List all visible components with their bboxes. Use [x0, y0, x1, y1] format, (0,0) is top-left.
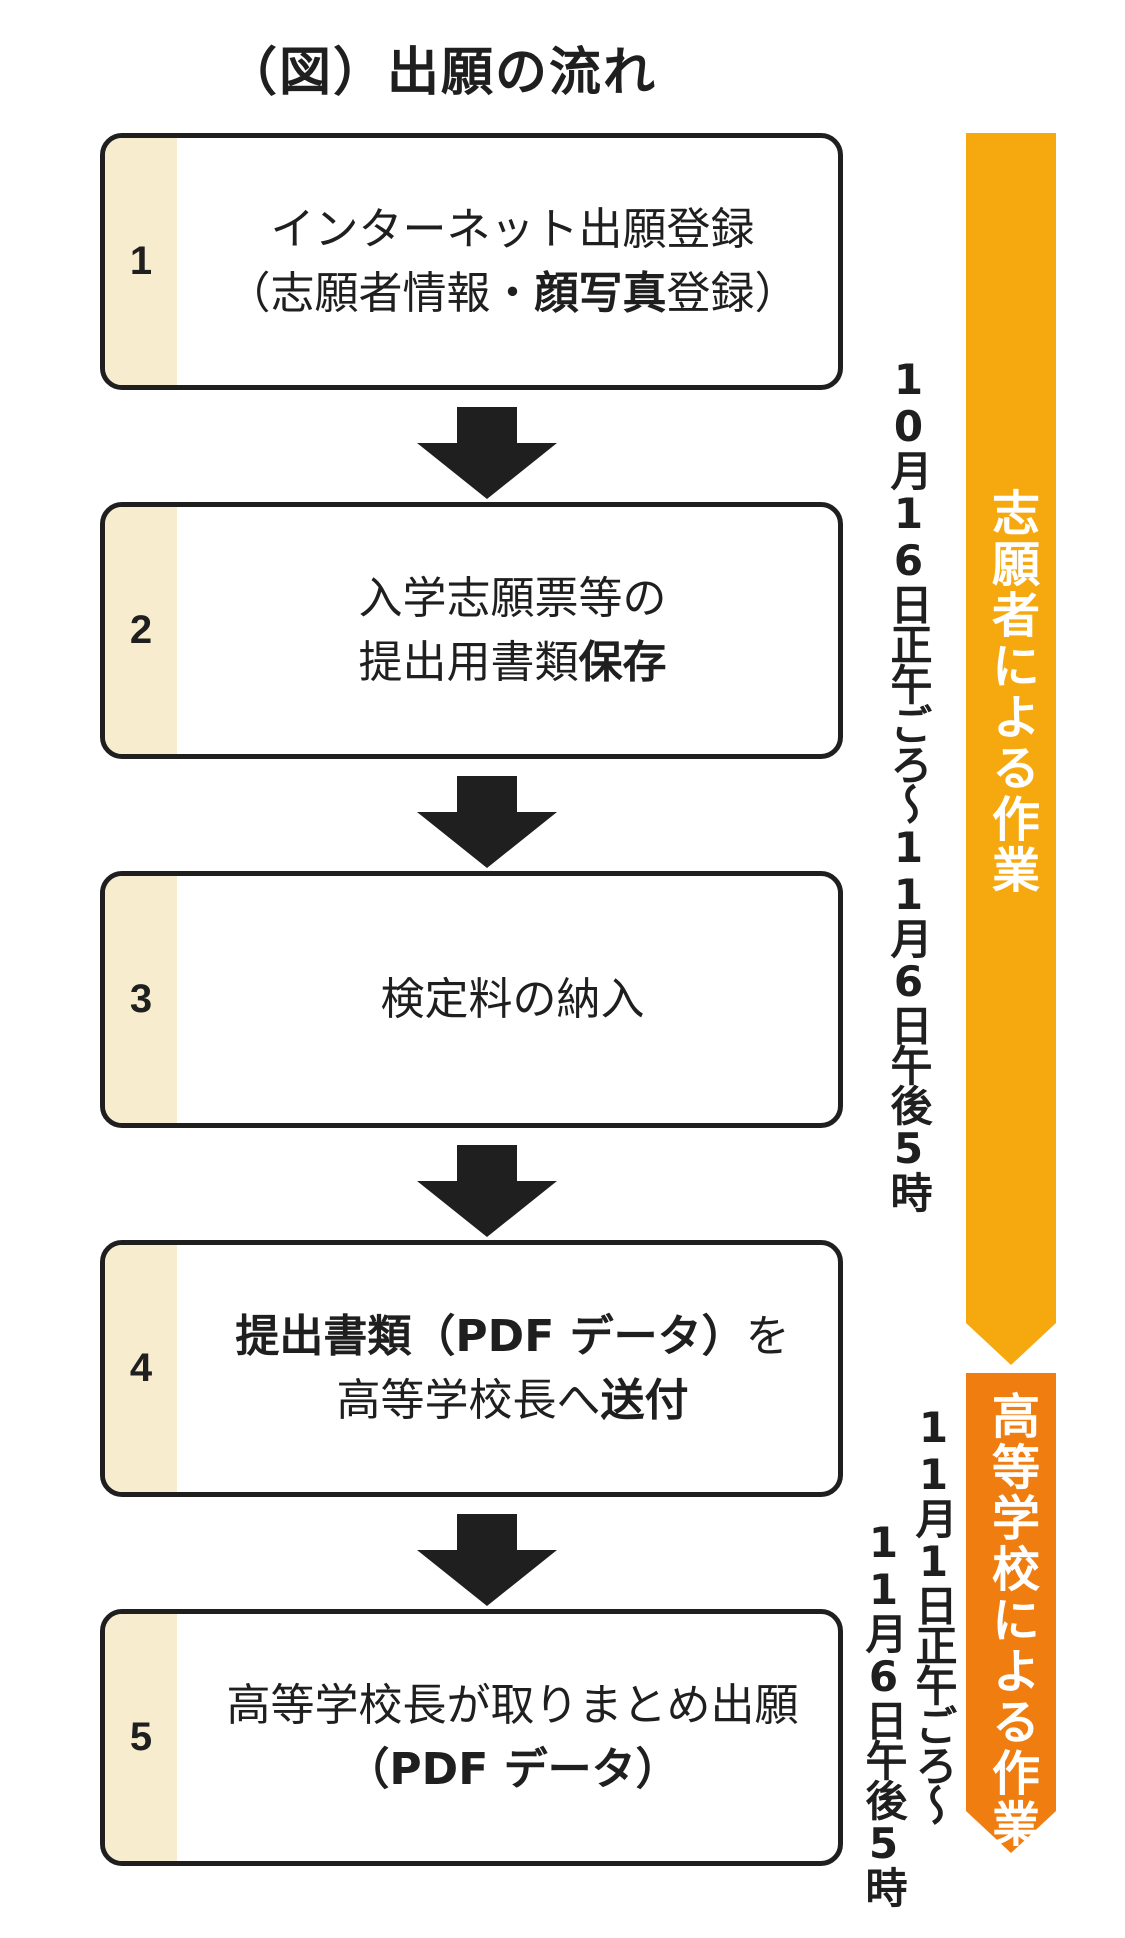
applicant-band-label: 志願者による作業 — [983, 488, 1039, 896]
step-line: 高等学校長へ送付 — [337, 1369, 689, 1433]
step-line: 提出書類（PDF データ）を — [235, 1305, 789, 1369]
step-3-box: 3 検定料の納入 — [100, 871, 843, 1128]
text-part-bold: 保存 — [578, 636, 667, 688]
text-part: を — [745, 1310, 790, 1362]
step-line: （PDF データ） — [345, 1743, 680, 1795]
step-text: インターネット出願登録 （志願者情報・顔写真登録） — [177, 138, 838, 385]
step-line: 提出用書類保存 — [359, 631, 667, 695]
text-part: 登録） — [666, 267, 799, 319]
step-line: 高等学校長が取りまとめ出願 — [226, 1679, 799, 1731]
text-part-bold: 顔写真 — [534, 267, 667, 319]
step-text: 検定料の納入 — [177, 876, 838, 1123]
text-part: 提出用書類 — [358, 636, 579, 688]
school-period-text-2: 11月6日午後5時 — [859, 1518, 908, 1906]
arrow-down-icon — [417, 776, 557, 868]
step-line: インターネット出願登録 — [270, 203, 755, 255]
applicant-period-text: 10月16日正午ごろ～11月6日午後5時 — [884, 355, 933, 1211]
applicant-work-band: 志願者による作業 — [966, 133, 1056, 1365]
text-part: （志願者情報・ — [226, 267, 535, 319]
band-arrow-shape — [966, 1373, 1056, 1853]
arrow-down-icon — [417, 407, 557, 499]
step-5-box: 5 高等学校長が取りまとめ出願 （PDF データ） — [100, 1609, 843, 1866]
step-number: 2 — [105, 507, 177, 754]
step-number: 4 — [105, 1245, 177, 1492]
step-4-box: 4 提出書類（PDF データ）を 高等学校長へ送付 — [100, 1240, 843, 1497]
school-band-label: 高等学校による作業 — [983, 1391, 1039, 1850]
step-1-box: 1 インターネット出願登録 （志願者情報・顔写真登録） — [100, 133, 843, 390]
page-title: （図）出願の流れ — [225, 43, 658, 103]
text-part-bold: 送付 — [600, 1374, 689, 1426]
step-number: 5 — [105, 1614, 177, 1861]
text-part-bold: 提出書類（PDF データ） — [235, 1310, 746, 1362]
step-line: （志願者情報・顔写真登録） — [227, 262, 799, 326]
school-work-band: 高等学校による作業 — [966, 1373, 1056, 1853]
arrow-down-icon — [417, 1145, 557, 1237]
school-period-text-1: 11月1日正午ごろ～ — [909, 1403, 958, 1824]
step-line: 検定料の納入 — [380, 973, 645, 1025]
step-number: 3 — [105, 876, 177, 1123]
band-arrow-shape — [966, 133, 1056, 1365]
text-part: 高等学校長へ — [336, 1374, 601, 1426]
step-2-box: 2 入学志願票等の 提出用書類保存 — [100, 502, 843, 759]
step-text: 入学志願票等の 提出用書類保存 — [177, 507, 838, 754]
step-text: 提出書類（PDF データ）を 高等学校長へ送付 — [177, 1245, 838, 1492]
step-number: 1 — [105, 138, 177, 385]
step-text: 高等学校長が取りまとめ出願 （PDF データ） — [177, 1614, 838, 1861]
step-line: 入学志願票等の — [358, 572, 667, 624]
arrow-down-icon — [417, 1514, 557, 1606]
